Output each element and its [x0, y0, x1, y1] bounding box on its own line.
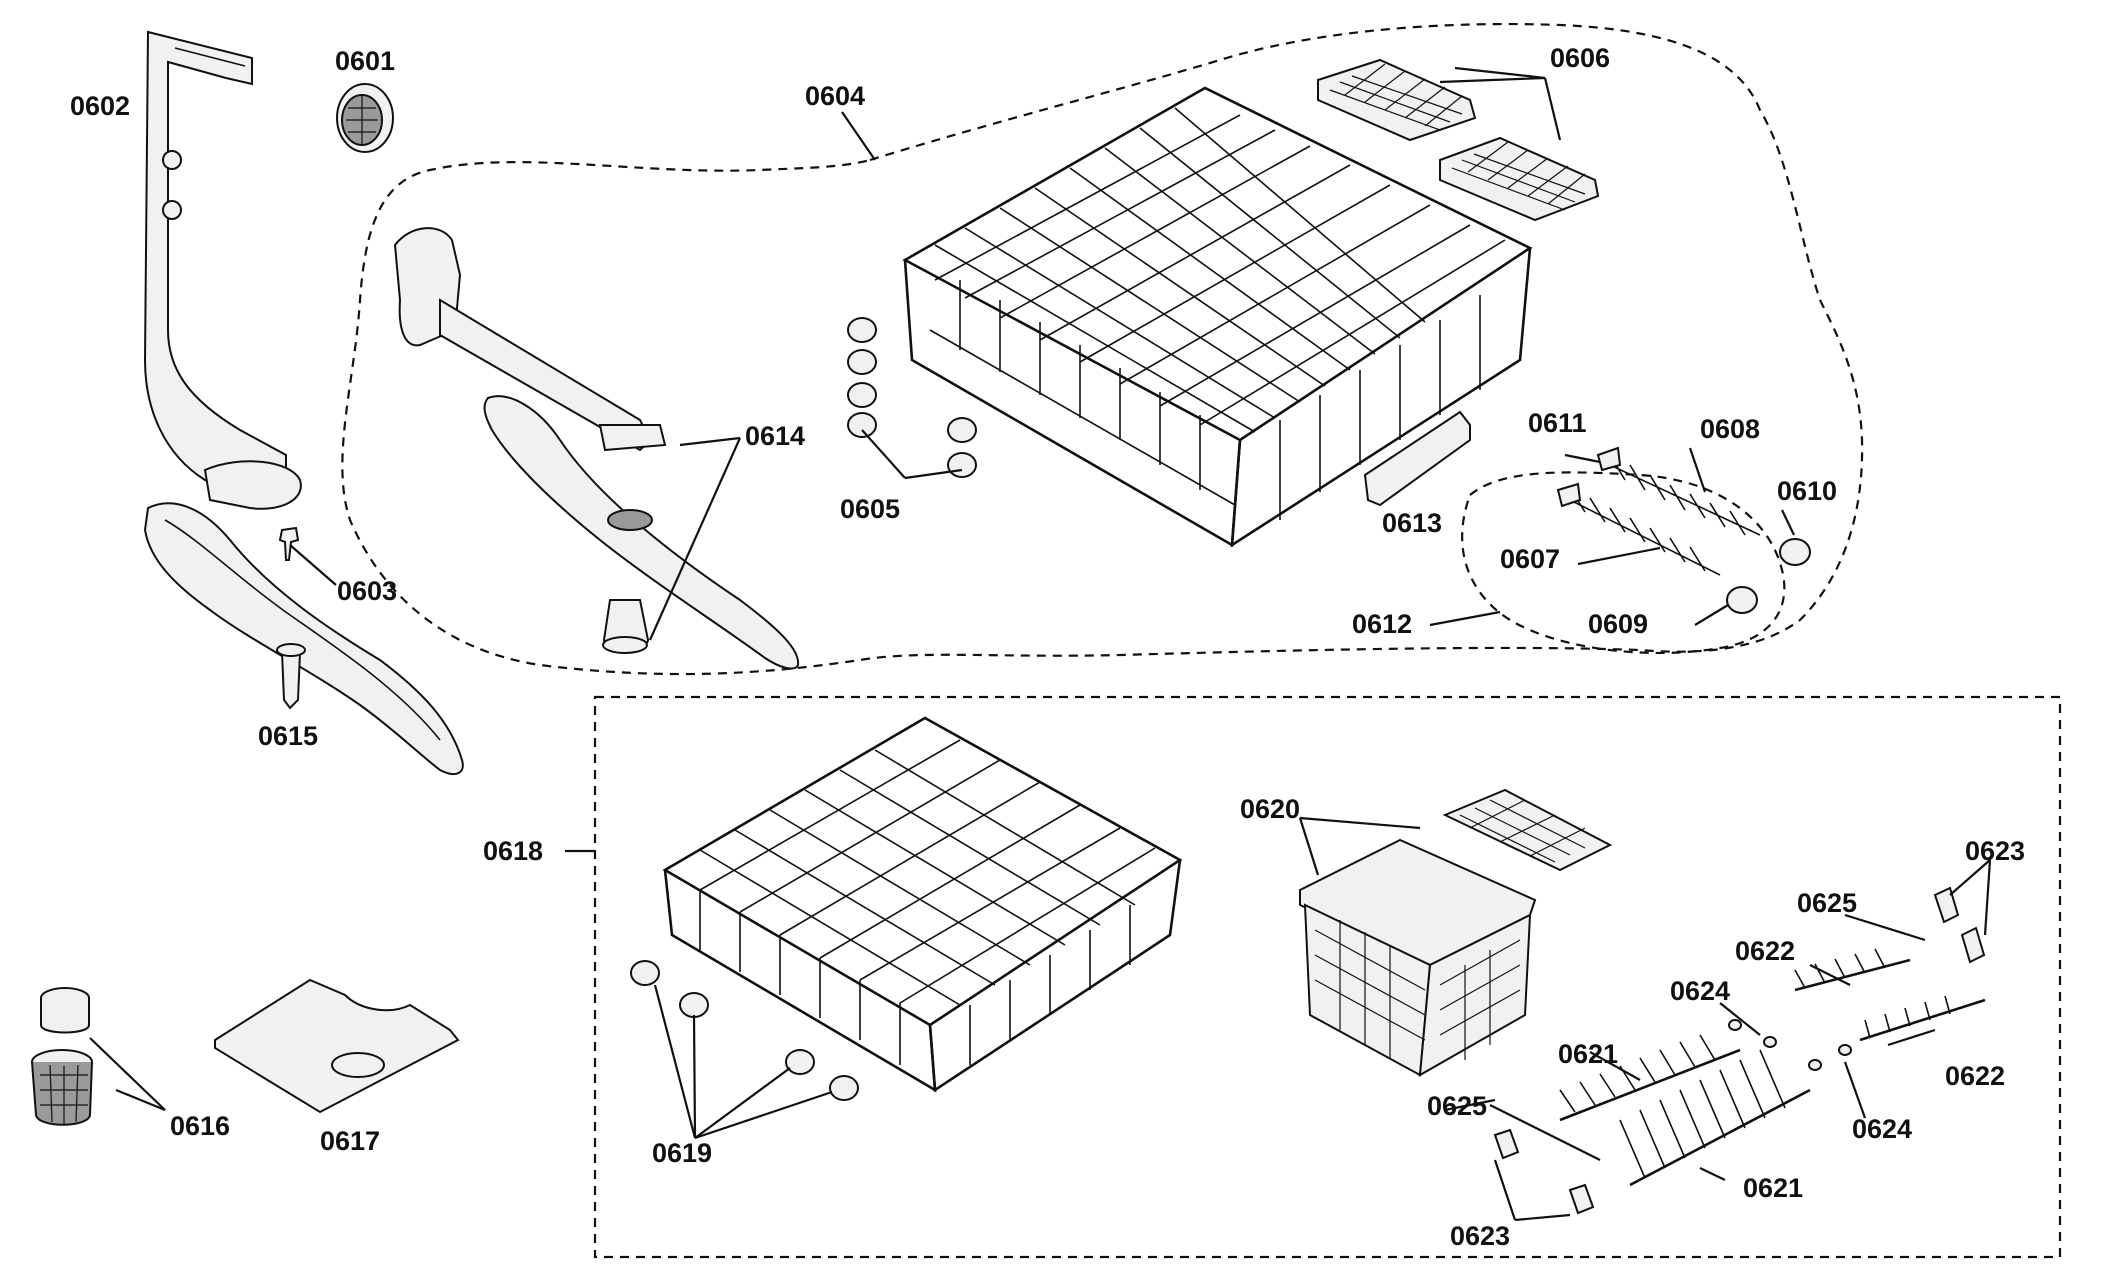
label-0614: 0614: [745, 421, 805, 451]
label-0618: 0618: [483, 836, 543, 866]
label-0622-right: 0622: [1945, 1061, 2005, 1091]
leader-lines: [89, 66, 1992, 1222]
label-0620: 0620: [1240, 794, 1300, 824]
label-0601: 0601: [335, 46, 395, 76]
label-0622-upper: 0622: [1735, 936, 1795, 966]
label-0621-upper: 0621: [1558, 1039, 1618, 1069]
lower-rack-wheels-part: [630, 960, 859, 1101]
label-0604: 0604: [805, 81, 865, 111]
label-0623-lower: 0623: [1450, 1221, 1510, 1251]
filter-cap-part: [336, 83, 394, 153]
label-0617: 0617: [320, 1126, 380, 1156]
label-0623-upper: 0623: [1965, 836, 2025, 866]
upper-rack-group-outline: [341, 22, 1864, 676]
supply-tube-part: [143, 30, 302, 510]
label-0611: 0611: [1528, 408, 1587, 438]
lower-tine-racks-part: [1559, 948, 1986, 1187]
filter-part: [31, 987, 93, 1126]
label-0612: 0612: [1352, 609, 1412, 639]
label-0607: 0607: [1500, 544, 1560, 574]
label-0624-upper: 0624: [1670, 976, 1730, 1006]
label-0610: 0610: [1777, 476, 1837, 506]
label-0602: 0602: [70, 91, 130, 121]
label-0625-upper: 0625: [1797, 888, 1857, 918]
cup-shelf-part: [1317, 58, 1600, 222]
rack-handle-part: [1363, 410, 1471, 507]
label-0605: 0605: [840, 494, 900, 524]
filter-plate-part: [214, 978, 460, 1114]
label-0609: 0609: [1588, 609, 1648, 639]
label-0621-lower: 0621: [1743, 1173, 1803, 1203]
label-0624-lower: 0624: [1852, 1114, 1912, 1144]
label-0616: 0616: [170, 1111, 230, 1141]
fold-down-tines-part: [1556, 446, 1761, 576]
cutlery-basket-part: [1299, 788, 1613, 1077]
label-0603: 0603: [337, 576, 397, 606]
lower-basket-part: [662, 716, 1183, 1093]
screw-part: [278, 526, 300, 561]
label-0606: 0606: [1550, 43, 1610, 73]
label-0613: 0613: [1382, 508, 1442, 538]
tine-clip-part: [1726, 538, 1811, 614]
label-0625-lower: 0625: [1427, 1091, 1487, 1121]
lower-rack-group-outline: [593, 695, 2062, 1259]
upper-spray-arm-part: [393, 227, 800, 670]
tine-hardware-part: [1493, 886, 1986, 1215]
label-0619: 0619: [652, 1138, 712, 1168]
label-0615: 0615: [258, 721, 318, 751]
upper-rack-wheels-part: [847, 317, 977, 478]
label-0608: 0608: [1700, 414, 1760, 444]
lower-spray-arm-part: [143, 502, 464, 776]
upper-basket-part: [902, 86, 1533, 548]
